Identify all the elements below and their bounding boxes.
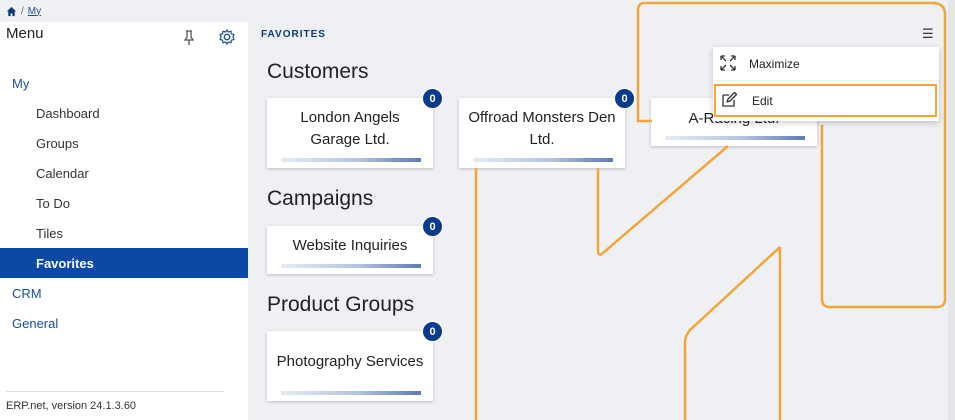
scrollbar[interactable] [948,0,955,420]
count-badge: 0 [422,216,443,237]
tile-london-angels[interactable]: London Angels Garage Ltd. 0 [267,88,443,168]
tile-label: London Angels Garage Ltd. [300,109,400,148]
breadcrumb-separator: / [21,5,24,17]
tile-stripe [281,264,421,268]
section-title-product-groups: Product Groups [267,293,415,316]
sidebar-item-todo[interactable]: To Do [36,195,70,211]
menu-item-maximize[interactable]: Maximize [713,47,939,81]
tile-stripe [281,158,421,162]
tile-label: Website Inquiries [292,237,408,254]
sidebar-item-general[interactable]: General [12,315,59,331]
version-text: ERP.net, version 24.1.3.60 [6,400,137,412]
home-icon[interactable] [6,6,17,17]
maximize-icon [720,55,736,71]
version-divider [6,391,224,392]
sidebar-item-dashboard[interactable]: Dashboard [36,105,100,121]
tile-stripe [281,391,421,395]
sidebar: Menu My Dashboard Groups Calendar To Do … [0,22,248,420]
menu-item-edit[interactable]: Edit [714,84,937,117]
menu-icon[interactable]: ☰ [922,26,934,41]
menu-item-label: Edit [752,93,773,108]
sidebar-item-groups[interactable]: Groups [36,135,79,151]
tile-website-inquiries[interactable]: Website Inquiries 0 [267,216,443,274]
count-badge: 0 [422,88,443,109]
tile-stripe [473,158,613,162]
count-badge: 0 [422,321,443,342]
tile-offroad-monsters[interactable]: Offroad Monsters Den Ltd. 0 [459,88,635,168]
tile-label: Photography Services [276,353,424,370]
section-title-campaigns: Campaigns [267,187,374,210]
edit-icon [722,91,738,107]
pin-icon[interactable] [182,30,196,46]
sidebar-item-my[interactable]: My [12,75,30,91]
sidebar-item-tiles[interactable]: Tiles [36,225,63,241]
sidebar-item-favorites[interactable]: Favorites [0,248,248,278]
menu-item-label: Maximize [749,56,800,71]
page-title: FAVORITES [261,29,326,40]
breadcrumb: / My [0,0,250,22]
count-badge: 0 [614,88,635,109]
tile-stripe [665,136,805,140]
sidebar-item-calendar[interactable]: Calendar [36,165,89,181]
menu-title: Menu [6,25,44,42]
sidebar-nav: My Dashboard Groups Calendar To Do Tiles… [0,68,248,338]
gear-icon[interactable] [218,28,236,46]
sidebar-item-crm[interactable]: CRM [12,285,42,301]
tile-photography-services[interactable]: Photography Services 0 [267,321,443,401]
breadcrumb-link-my[interactable]: My [27,5,42,17]
tile-label: Offroad Monsters Den Ltd. [468,109,616,148]
section-title-customers: Customers [267,60,369,83]
context-menu: Maximize Edit [713,47,939,121]
